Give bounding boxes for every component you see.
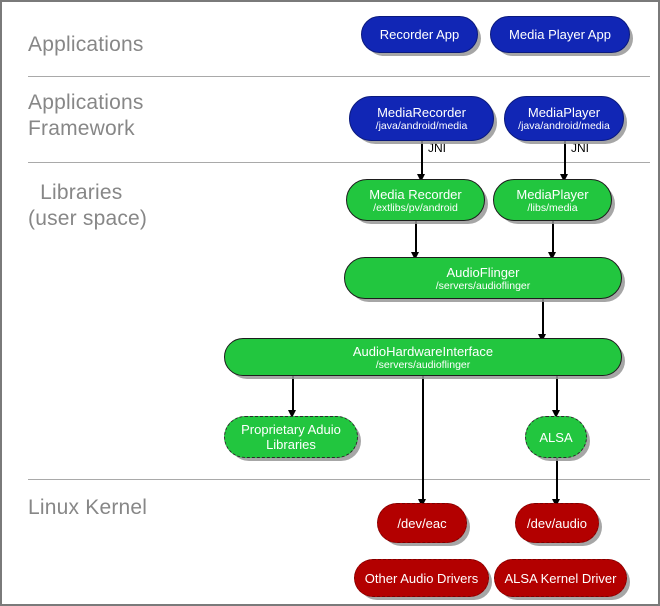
node-dev-eac[interactable]: /dev/eac <box>377 503 467 543</box>
connector-ahi-dev-eac <box>422 376 424 503</box>
node-media-recorder-lib-subtitle: /extlibs/pv/android <box>373 201 458 214</box>
node-mediarecorder-framework-subtitle: /java/android/media <box>375 120 468 132</box>
connector-mediarecorder-jni <box>421 141 423 178</box>
node-media-recorder-lib[interactable]: Media Recorder /extlibs/pv/android <box>346 179 485 221</box>
connector-mediarecorder-audioflinger <box>415 221 417 256</box>
arrowhead-ahi-proprietary <box>288 410 296 418</box>
layer-label-linux-kernel: Linux Kernel <box>28 496 148 519</box>
layer-label-libraries: Libraries (user space) <box>28 181 148 230</box>
node-audioflinger-title: AudioFlinger <box>446 264 520 280</box>
node-dev-audio-title: /dev/audio <box>527 515 587 531</box>
node-alsa-kernel-driver[interactable]: ALSA Kernel Driver <box>494 559 627 597</box>
layer-label-applications: Applications <box>28 33 144 56</box>
node-mediaplayer-framework-subtitle: /java/android/media <box>518 120 610 132</box>
node-mediarecorder-framework-title: MediaRecorder <box>377 105 466 120</box>
node-dev-eac-title: /dev/eac <box>397 515 447 531</box>
node-other-audio-drivers[interactable]: Other Audio Drivers <box>354 559 489 597</box>
node-mediaplayer-lib[interactable]: MediaPlayer /libs/media <box>493 179 612 221</box>
divider-framework-libraries <box>28 162 650 163</box>
node-audioflinger[interactable]: AudioFlinger /servers/audioflinger <box>344 257 622 299</box>
node-alsa-title: ALSA <box>539 429 573 445</box>
node-media-player-app-title: Media Player App <box>509 27 611 42</box>
node-audioflinger-subtitle: /servers/audioflinger <box>435 279 531 292</box>
connector-audioflinger-audiohardwareinterface <box>542 299 544 338</box>
arrowhead-ahi-alsa <box>552 410 560 418</box>
node-mediaplayer-framework-title: MediaPlayer <box>527 105 601 120</box>
divider-libraries-kernel <box>28 479 650 480</box>
edge-label-jni-left: JNI <box>428 141 446 155</box>
node-mediaplayer-lib-title: MediaPlayer <box>516 186 589 202</box>
layer-label-applications-framework: Applications Framework <box>28 91 144 140</box>
node-mediaplayer-framework[interactable]: MediaPlayer /java/android/media <box>504 96 624 141</box>
connector-ahi-proprietary <box>292 376 294 414</box>
node-alsa[interactable]: ALSA <box>525 416 587 458</box>
node-audiohardwareinterface-title: AudioHardwareInterface <box>352 343 494 359</box>
divider-applications-framework <box>28 76 650 77</box>
node-recorder-app-title: Recorder App <box>379 27 460 42</box>
connector-ahi-alsa <box>556 376 558 414</box>
node-mediarecorder-framework[interactable]: MediaRecorder /java/android/media <box>349 96 494 141</box>
connector-mediaplayer-audioflinger <box>552 221 554 256</box>
node-media-recorder-lib-title: Media Recorder <box>369 186 462 202</box>
node-audiohardwareinterface[interactable]: AudioHardwareInterface /servers/audiofli… <box>224 338 622 376</box>
connector-mediaplayer-jni <box>564 141 566 178</box>
node-alsa-kernel-driver-title: ALSA Kernel Driver <box>504 570 617 586</box>
arrowhead-mediarecorder-jni <box>417 174 425 182</box>
node-audiohardwareinterface-subtitle: /servers/audioflinger <box>375 358 471 371</box>
node-other-audio-drivers-title: Other Audio Drivers <box>364 570 479 586</box>
node-recorder-app[interactable]: Recorder App <box>361 16 478 53</box>
node-mediaplayer-lib-subtitle: /libs/media <box>527 201 578 214</box>
arrowhead-mediarecorder-audioflinger <box>411 252 419 260</box>
node-proprietary-audio-libraries-title: Proprietary Aduio <box>241 422 341 437</box>
node-dev-audio[interactable]: /dev/audio <box>515 503 599 543</box>
edge-label-jni-right: JNI <box>571 141 589 155</box>
node-media-player-app[interactable]: Media Player App <box>490 16 630 53</box>
node-proprietary-audio-libraries-subtitle: Libraries <box>266 437 316 452</box>
arrowhead-mediaplayer-audioflinger <box>548 252 556 260</box>
node-proprietary-audio-libraries[interactable]: Proprietary Aduio Libraries <box>224 416 358 458</box>
arrowhead-mediaplayer-jni <box>560 174 568 182</box>
connector-alsa-dev-audio <box>556 458 558 503</box>
